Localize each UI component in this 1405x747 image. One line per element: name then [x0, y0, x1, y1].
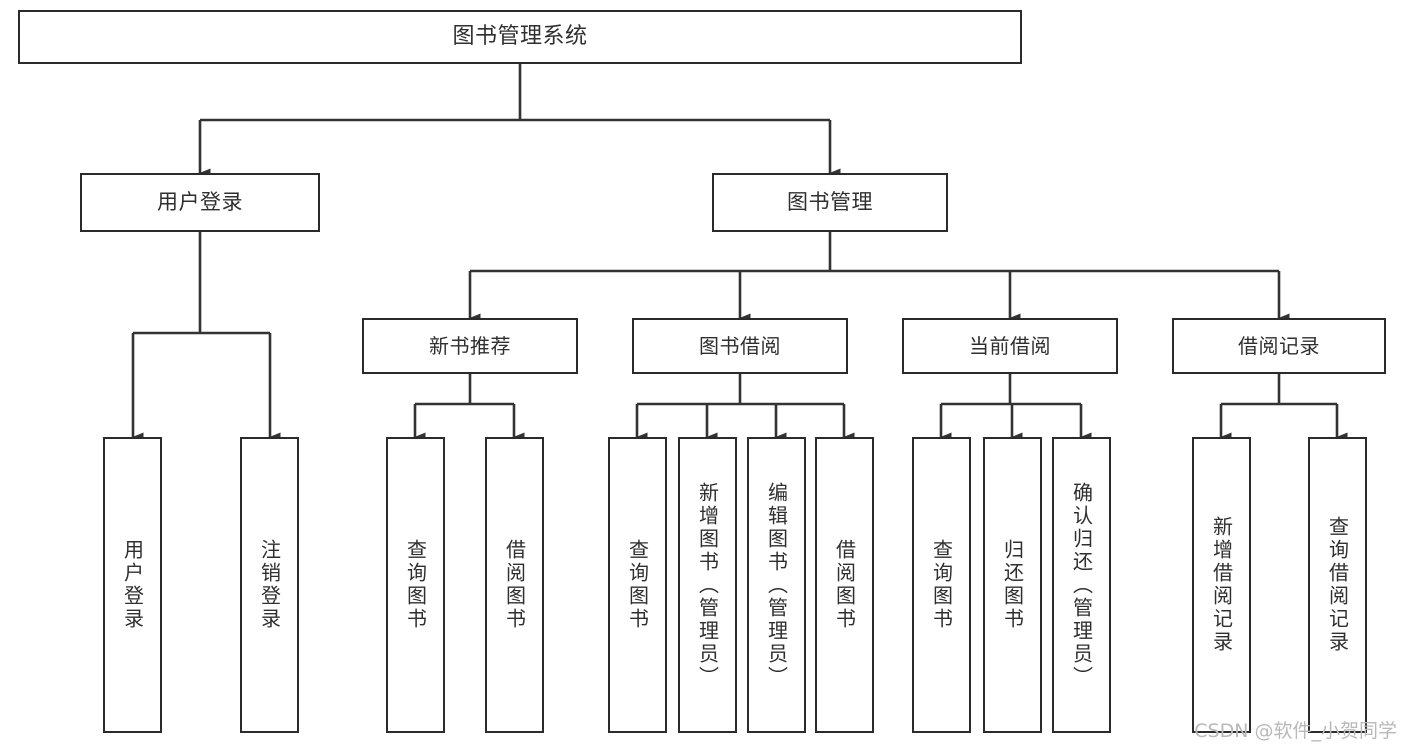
node-root-system[interactable]: 图书管理系统 [18, 10, 1022, 64]
node-leaf-query-book-1-label: 查询图书 [403, 539, 428, 631]
node-current-borrow[interactable]: 当前借阅 [902, 318, 1118, 374]
node-leaf-user-logout-label: 注销登录 [257, 539, 282, 631]
node-leaf-return-book[interactable]: 归还图书 [983, 437, 1042, 733]
node-leaf-query-book-3-label: 查询图书 [929, 539, 954, 631]
node-leaf-query-borrow-record[interactable]: 查询借阅记录 [1308, 437, 1367, 733]
node-leaf-edit-book-admin[interactable]: 编辑图书（管理员） [747, 437, 806, 733]
node-book-borrow[interactable]: 图书借阅 [632, 318, 848, 374]
node-root-system-label: 图书管理系统 [452, 24, 588, 50]
node-leaf-add-borrow-record-label: 新增借阅记录 [1209, 516, 1234, 654]
node-leaf-borrow-book-2-label: 借阅图书 [832, 539, 857, 631]
node-leaf-add-borrow-record[interactable]: 新增借阅记录 [1192, 437, 1251, 733]
node-borrow-record[interactable]: 借阅记录 [1172, 318, 1386, 374]
node-leaf-borrow-book-2[interactable]: 借阅图书 [815, 437, 874, 733]
node-leaf-borrow-book-1-label: 借阅图书 [502, 539, 527, 631]
node-leaf-edit-book-admin-label: 编辑图书（管理员） [764, 481, 789, 689]
node-leaf-user-login-label: 用户登录 [120, 539, 145, 631]
node-leaf-user-logout[interactable]: 注销登录 [240, 437, 299, 733]
node-new-book-recommend-label: 新书推荐 [429, 333, 511, 358]
node-leaf-query-book-2[interactable]: 查询图书 [608, 437, 667, 733]
node-leaf-query-book-1[interactable]: 查询图书 [386, 437, 445, 733]
node-book-manage[interactable]: 图书管理 [712, 173, 948, 232]
node-leaf-query-borrow-record-label: 查询借阅记录 [1325, 516, 1350, 654]
node-leaf-query-book-2-label: 查询图书 [625, 539, 650, 631]
node-user-login[interactable]: 用户登录 [80, 173, 320, 232]
node-borrow-record-label: 借阅记录 [1238, 333, 1320, 358]
node-leaf-borrow-book-1[interactable]: 借阅图书 [485, 437, 544, 733]
node-leaf-query-book-3[interactable]: 查询图书 [912, 437, 971, 733]
node-leaf-add-book-admin-label: 新增图书（管理员） [695, 481, 720, 689]
node-leaf-return-book-label: 归还图书 [1000, 539, 1025, 631]
node-current-borrow-label: 当前借阅 [969, 333, 1051, 358]
csdn-watermark: CSDN @软件_小贺同学 [1194, 720, 1397, 742]
node-new-book-recommend[interactable]: 新书推荐 [362, 318, 578, 374]
node-book-borrow-label: 图书借阅 [699, 333, 781, 358]
node-leaf-user-login[interactable]: 用户登录 [103, 437, 162, 733]
node-user-login-label: 用户登录 [157, 190, 243, 215]
node-book-manage-label: 图书管理 [787, 190, 873, 215]
node-leaf-confirm-return-admin-label: 确认归还（管理员） [1069, 481, 1094, 689]
node-leaf-add-book-admin[interactable]: 新增图书（管理员） [678, 437, 737, 733]
node-leaf-confirm-return-admin[interactable]: 确认归还（管理员） [1052, 437, 1111, 733]
